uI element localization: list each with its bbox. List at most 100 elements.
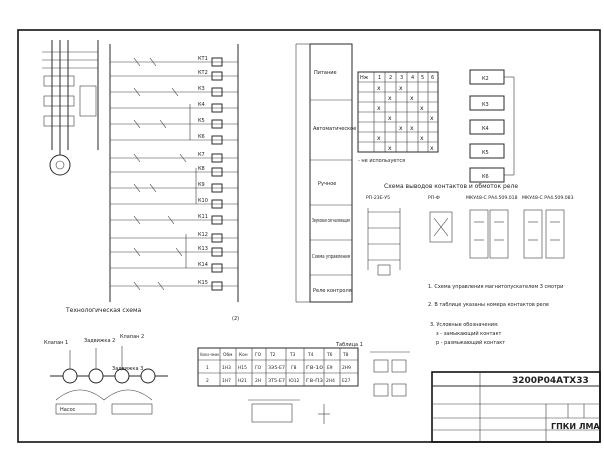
- cross-mark: x: [410, 95, 414, 102]
- table-header: Т3: [289, 352, 296, 358]
- drive-label: Задвижка 2: [84, 338, 115, 344]
- motor-symbol: [49, 154, 71, 176]
- table-header: Т6: [326, 352, 333, 358]
- cross-mark: x: [388, 145, 392, 152]
- notes-title: 3. Условные обозначения:: [430, 322, 499, 328]
- ladder-tag: К9: [198, 182, 205, 188]
- cross-mark: x: [399, 85, 403, 92]
- table-1-caption: Таблица 1: [335, 342, 363, 348]
- power-circuit: [42, 40, 99, 176]
- ladder-tag: К10: [198, 198, 208, 204]
- ladder-tag: КТ2: [198, 70, 208, 76]
- cross-mark: x: [377, 85, 381, 92]
- ladder-tag: К4: [198, 102, 205, 108]
- not-used-note: - не используется: [358, 158, 405, 164]
- notes-block: 1. Схема управления магнитопускателем 3 …: [428, 284, 563, 346]
- table-cell: ГО: [255, 365, 262, 371]
- table-cell: 1Н7: [222, 378, 231, 384]
- panel-section-label: Звуковая сигнализация: [312, 218, 350, 224]
- note-line: з - замыкающий контакт: [436, 330, 502, 337]
- table-header: Кон: [239, 352, 248, 358]
- relay-label: К6: [482, 174, 489, 180]
- table-header: Назна-чение: [200, 352, 219, 358]
- relay-label: К3: [482, 102, 489, 108]
- ladder-tag: К15: [198, 280, 208, 286]
- sheet-frame: [17, 29, 601, 443]
- cross-mark: x: [420, 105, 424, 112]
- drive-label: Клапан 2: [120, 334, 144, 340]
- table-cell: Е9: [327, 365, 333, 371]
- table-header: Т2: [269, 352, 276, 358]
- relay-boxes: К2 К3 К4 К5 К6: [469, 69, 515, 183]
- cross-header: 3: [400, 75, 403, 81]
- cross-mark: x: [377, 105, 381, 112]
- ladder-tag: К7: [198, 152, 205, 158]
- contacts-scheme-title: Схема выводов контактов и обмоток реле: [384, 183, 518, 190]
- ladder-tag: К11: [198, 214, 208, 220]
- ladder-tag: К3: [198, 86, 205, 92]
- cross-mark: x: [420, 135, 424, 142]
- table-cell: 2: [206, 378, 209, 384]
- ladder-tag: КТ1: [198, 56, 208, 62]
- relay-type-label: РП-23Е-У5: [366, 195, 390, 201]
- panel-section-label: Схема управления: [312, 254, 350, 260]
- organization-name: ГПКИ ЛМА: [551, 422, 600, 431]
- panel-section-label: Реле контроля: [313, 288, 352, 294]
- relay-type-label: МКУ48-С РА4.509.083: [522, 195, 574, 201]
- cross-header: 6: [431, 75, 434, 81]
- relay-label: К5: [482, 150, 489, 156]
- title-block: 3200Р04АТХ33 ГПКИ ЛМА: [431, 371, 601, 443]
- table-header: Т4: [307, 352, 314, 358]
- table-header: Обм: [223, 351, 232, 358]
- table-cell: Н21: [238, 378, 247, 384]
- panel-section-label: Питание: [314, 70, 337, 76]
- note-line: 1. Схема управления магнитопускателем 3 …: [428, 284, 563, 290]
- table-cell: Г8-10: [306, 365, 323, 371]
- table-cell: Г8-П3: [306, 378, 323, 384]
- reference-mark: (2): [232, 316, 239, 322]
- cross-mark: x: [377, 135, 381, 142]
- cross-mark: x: [410, 125, 414, 132]
- cross-table: Нж 1 2 3 4 5 6 x x x x x x x x x x x x x…: [357, 71, 439, 164]
- ladder-tag: К5: [198, 118, 205, 124]
- drive-label: Задвижка 3: [112, 366, 143, 372]
- cross-header: 4: [411, 75, 414, 81]
- relay-label: К4: [482, 126, 489, 132]
- table-cell: ЗТ5-Е7: [268, 378, 285, 384]
- cross-header: 2: [389, 75, 392, 81]
- table-cell: Е27: [342, 378, 351, 384]
- document-code: 3200Р04АТХ33: [512, 376, 589, 386]
- tech-scheme: Клапан 1 Задвижка 2 Клапан 2 Задвижка 3 …: [44, 334, 168, 415]
- relay-contact-symbols: РП-23Е-У5 РП-Ф МКУ48-С РА4.509.018 МКУ48…: [366, 195, 574, 276]
- note-line: 2. В таблице указаны номера контактов ре…: [428, 302, 549, 308]
- cross-mark: x: [388, 95, 392, 102]
- drive-label: Клапан 1: [44, 340, 68, 346]
- table-cell: 2Н4: [326, 378, 335, 384]
- table-cell: 1Н3: [222, 365, 231, 371]
- cross-mark: x: [388, 115, 392, 122]
- cross-header: 1: [378, 75, 381, 81]
- drive-label: Насос: [60, 407, 76, 413]
- ladder-tag: К13: [198, 246, 208, 252]
- ladder-tag: К14: [198, 262, 208, 268]
- table-cell: 2Н9: [342, 365, 351, 371]
- cross-header: Нж: [360, 75, 369, 81]
- note-line: р - размыкающий контакт: [436, 339, 505, 346]
- relay-detail: [248, 351, 410, 424]
- table-header: Т8: [342, 352, 349, 358]
- ladder-tag: К6: [198, 134, 205, 140]
- ladder-tag: К8: [198, 166, 205, 172]
- table-cell: ЗЭ5-Е7: [268, 365, 285, 371]
- table-cell: Ю12: [289, 378, 300, 384]
- cross-header: 5: [421, 75, 424, 81]
- panel-section-label: Ручное: [318, 181, 336, 187]
- cross-mark: x: [430, 115, 434, 122]
- table-cell: Г8: [291, 365, 297, 371]
- relay-type-label: РП-Ф: [428, 195, 440, 201]
- table-cell: 1: [206, 365, 209, 371]
- tech-scheme-caption: Технологическая схема: [65, 307, 141, 314]
- function-panel: Питание Автоматическое Ручное Звуковая с…: [295, 43, 356, 303]
- cross-mark: x: [430, 145, 434, 152]
